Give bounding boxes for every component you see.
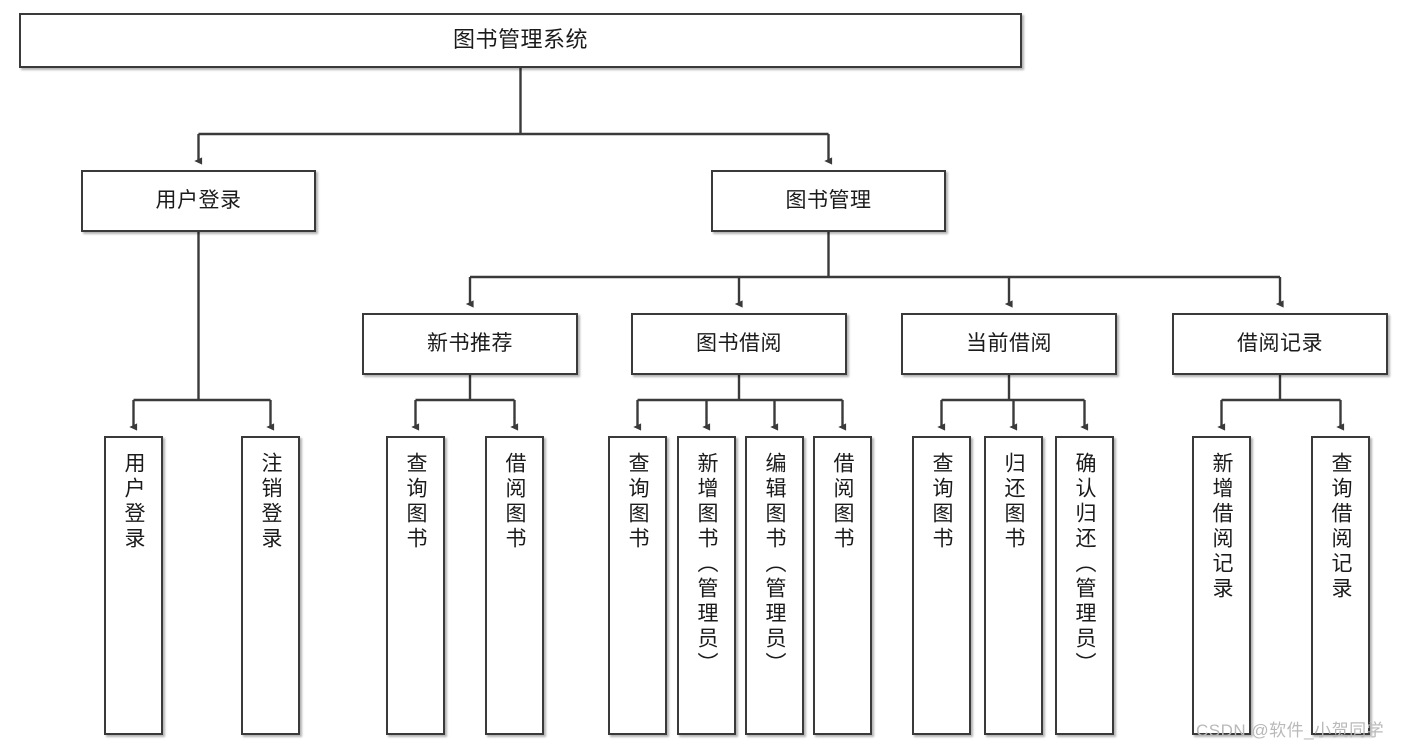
node-label: 查询图书 [626, 452, 649, 552]
node-label: 当前借阅 [966, 332, 1052, 356]
node-leaf-query-book-borrow[interactable]: 查询图书 [608, 436, 667, 735]
node-label: 查询图书 [404, 452, 427, 552]
node-label: 借阅记录 [1237, 332, 1323, 356]
node-leaf-edit-book-admin[interactable]: 编辑图书（管理员） [745, 436, 804, 735]
node-label: 用户登录 [155, 189, 242, 213]
node-label: 查询借阅记录 [1329, 452, 1352, 602]
node-leaf-return-book[interactable]: 归还图书 [984, 436, 1043, 735]
node-label: 借阅图书 [831, 452, 854, 552]
node-root-book-management-system[interactable]: 图书管理系统 [19, 13, 1022, 68]
csdn-watermark: CSDN @软件_小贺同学 [1196, 721, 1385, 740]
node-label: 注销登录 [259, 452, 282, 552]
node-leaf-user-login[interactable]: 用户登录 [104, 436, 163, 735]
node-new-book-recommend[interactable]: 新书推荐 [362, 313, 578, 375]
node-label: 图书管理系统 [452, 27, 588, 53]
node-leaf-confirm-return-admin[interactable]: 确认归还（管理员） [1055, 436, 1114, 735]
node-leaf-query-book-rec[interactable]: 查询图书 [386, 436, 445, 735]
node-leaf-add-book-admin[interactable]: 新增图书（管理员） [677, 436, 736, 735]
node-label: 用户登录 [122, 452, 145, 552]
node-leaf-query-borrow-record[interactable]: 查询借阅记录 [1311, 436, 1370, 735]
node-leaf-query-book-current[interactable]: 查询图书 [912, 436, 971, 735]
node-label: 确认归还（管理员） [1073, 452, 1096, 677]
node-label: 图书借阅 [696, 332, 782, 356]
node-leaf-borrow-book-rec[interactable]: 借阅图书 [485, 436, 544, 735]
node-leaf-borrow-book[interactable]: 借阅图书 [813, 436, 872, 735]
node-leaf-add-borrow-record[interactable]: 新增借阅记录 [1192, 436, 1251, 735]
node-label: 借阅图书 [503, 452, 526, 552]
node-leaf-user-logout[interactable]: 注销登录 [241, 436, 300, 735]
node-label: 图书管理 [785, 189, 872, 213]
node-label: 查询图书 [930, 452, 953, 552]
node-user-login[interactable]: 用户登录 [81, 170, 316, 232]
node-current-borrow[interactable]: 当前借阅 [901, 313, 1117, 375]
node-label: 编辑图书（管理员） [763, 452, 786, 677]
node-label: 新书推荐 [427, 332, 513, 356]
node-label: 新增借阅记录 [1210, 452, 1233, 602]
node-label: 归还图书 [1002, 452, 1025, 552]
node-book-manage[interactable]: 图书管理 [711, 170, 946, 232]
node-label: 新增图书（管理员） [695, 452, 718, 677]
node-book-borrow[interactable]: 图书借阅 [631, 313, 847, 375]
node-borrow-record[interactable]: 借阅记录 [1172, 313, 1388, 375]
